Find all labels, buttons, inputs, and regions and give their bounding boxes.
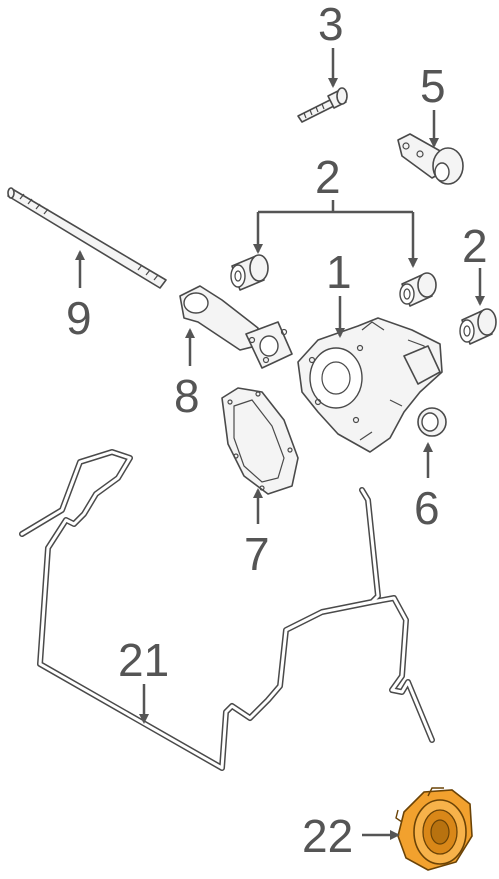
label-part-21: 21 [118, 634, 169, 686]
tube-line-part-21 [19, 449, 435, 771]
label-part-6: 6 [414, 482, 440, 534]
bushing-part-2-right [459, 308, 497, 345]
differential-housing-part-1 [297, 317, 443, 453]
label-part-9: 9 [66, 292, 92, 344]
bushing-part-2-middle [399, 272, 437, 307]
label-part-22: 22 [302, 810, 353, 862]
label-part-8: 8 [174, 370, 200, 422]
bracket-part-5 [397, 133, 464, 185]
bushing-part-2-left [230, 254, 269, 291]
label-part-3: 3 [318, 0, 344, 50]
label-part-2-top: 2 [315, 151, 341, 203]
cover-part-7 [221, 387, 299, 495]
bolt-part-3 [297, 87, 348, 123]
label-part-7: 7 [244, 528, 270, 580]
label-part-2-right: 2 [462, 220, 488, 272]
label-part-5: 5 [420, 60, 446, 112]
leader-2-bracket [258, 200, 413, 214]
shaft-part-9 [7, 187, 167, 289]
highlighted-part-22 [395, 787, 473, 871]
seal-part-6 [417, 407, 447, 437]
label-part-1: 1 [326, 246, 352, 298]
tube-part-8 [179, 285, 293, 369]
